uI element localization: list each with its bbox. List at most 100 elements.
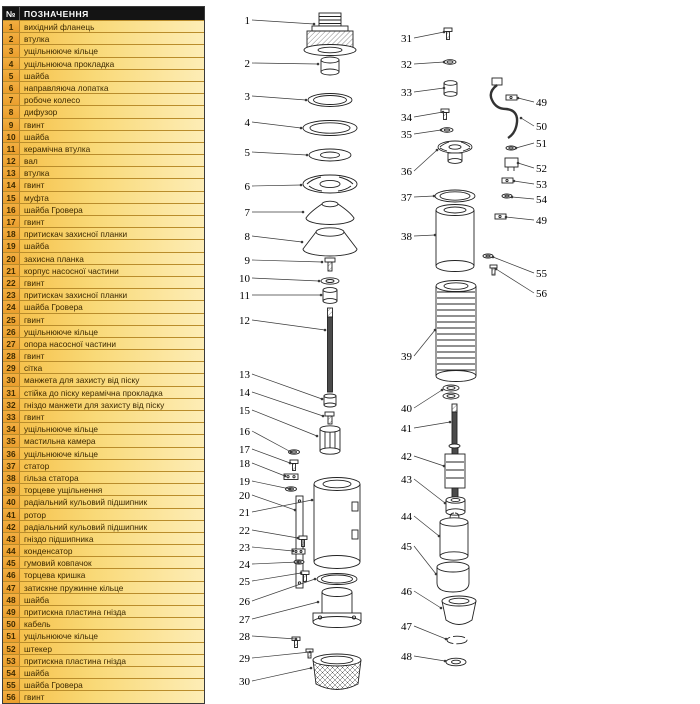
part-number: 47 [3,581,20,593]
part-number: 41 [3,508,20,520]
part-capacitor [439,512,469,561]
leader-line [520,117,535,127]
leader-dot [293,508,297,512]
leader-dot [323,328,327,332]
callout-number-38: 38 [401,231,413,243]
part-name: гвинт [20,313,204,325]
part-name: шайба [20,130,204,142]
leader-line [413,111,444,118]
part-plug [504,157,519,171]
part-number: 25 [3,313,20,325]
callout-number-25: 25 [239,576,251,588]
callout-number-41: 41 [401,423,412,435]
leader-line [413,655,446,662]
callout-number-31: 31 [401,33,412,45]
col-header-number: № [3,7,20,20]
leader-dot [442,464,446,468]
part-name: гвинт [20,691,204,703]
part-output-flange [303,12,357,56]
leader-dot [317,279,321,283]
leader-dot [448,420,452,424]
part-socket-plate-low [494,213,507,220]
leader-dot [321,414,325,418]
part-number: 2 [3,33,20,45]
callout-number-42: 42 [401,451,412,463]
leader-dot [310,498,314,502]
part-number: 6 [3,81,20,94]
leader-dot [440,388,444,392]
callout-number-14: 14 [239,387,251,399]
part-number: 39 [3,484,20,496]
leader-line [515,142,535,149]
callout-number-47: 47 [401,621,413,633]
part-number: 38 [3,471,20,484]
callout-number-33: 33 [401,87,413,99]
part-number: 22 [3,276,20,289]
part-number: 19 [3,240,20,252]
leader-line [251,409,318,437]
cable-assembly [482,77,519,276]
part-mech-seal-rings [442,384,460,400]
leader-dot [320,260,324,264]
part-small-washer [320,277,340,285]
callout-number-39: 39 [401,351,413,363]
part-strainer [312,653,362,690]
part-number: 56 [3,691,20,703]
part-number: 53 [3,654,20,666]
part-name: робоче колесо [20,94,204,106]
leader-dot [299,183,303,187]
leader-dot [288,461,292,465]
part-number: 7 [3,94,20,106]
part-name: ущільнююче кільце [20,45,204,57]
part-name: ущільнююче кільце [20,447,204,459]
part-socket-plate-mid [501,177,514,184]
leader-line [251,499,313,513]
leader-line [251,448,291,464]
leader-dot [320,397,324,401]
part-impeller [305,200,355,225]
part-number: 35 [3,435,20,447]
leader-dot [313,577,317,581]
callout-number-53: 53 [536,179,548,191]
leader-line [413,195,435,198]
leader-line [413,421,451,429]
callout-number-21: 21 [239,507,250,519]
leader-line [251,430,292,453]
callout-number-11: 11 [239,290,250,302]
part-name: притискач захисної планки [20,228,204,240]
callout-number-52: 52 [536,163,547,175]
pump-assembly [283,12,362,690]
part-name: шайба Гровера [20,301,204,313]
leader-line [251,529,299,539]
part-rotor [444,447,466,498]
callout-number-40: 40 [401,403,413,415]
part-grover-washer [482,253,494,259]
part-name: керамічна втулка [20,142,204,155]
leader-line [251,391,324,417]
part-number: 48 [3,593,20,605]
part-number: 54 [3,666,20,679]
leader-dot [443,659,447,663]
part-screw [324,257,336,272]
callout-number-17: 17 [239,444,251,456]
part-washer [308,148,352,162]
callout-number-13: 13 [239,369,251,381]
leader-dot [435,148,439,152]
part-name: вихідний фланець [20,21,204,33]
